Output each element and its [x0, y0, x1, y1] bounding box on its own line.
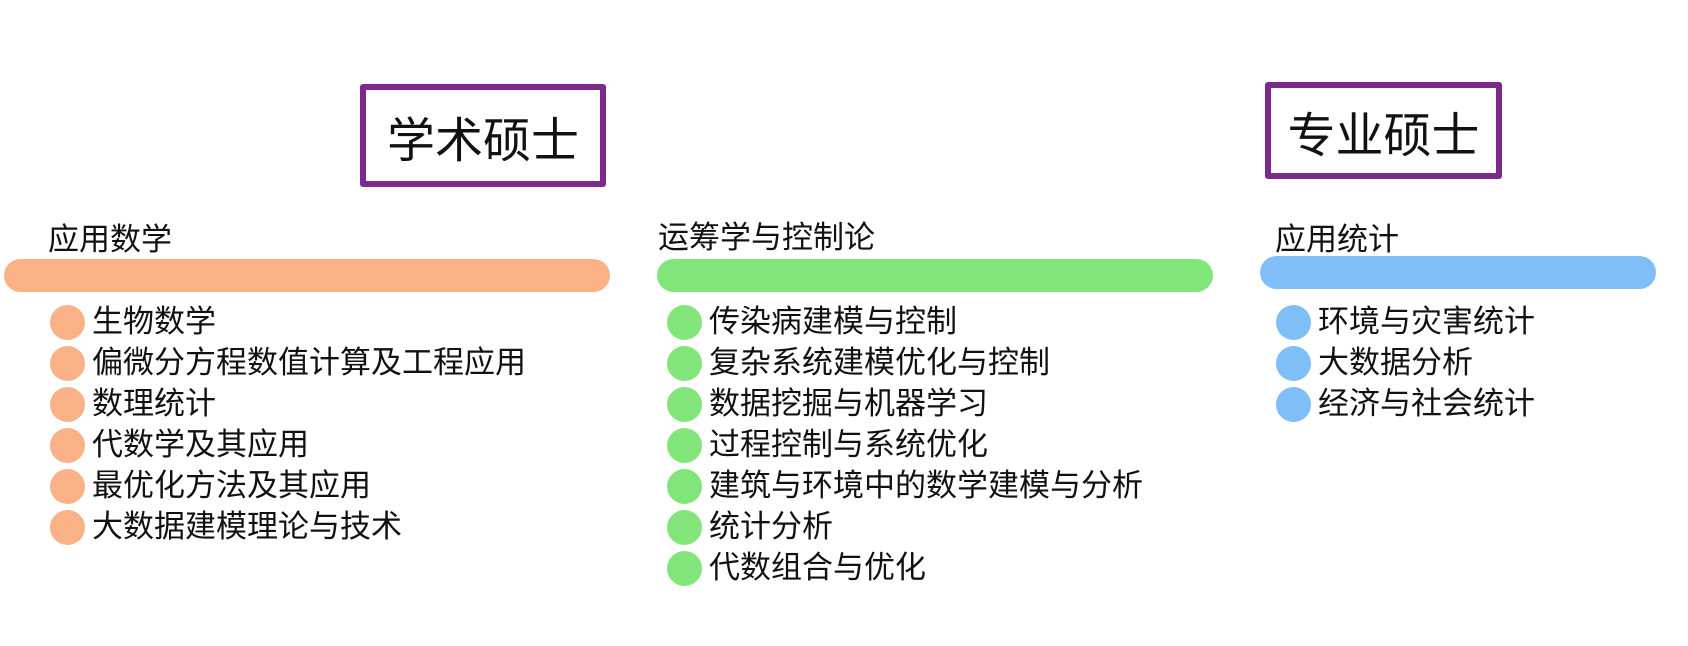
- column-heading: 应用统计: [1275, 222, 1399, 258]
- column-heading: 运筹学与控制论: [658, 220, 875, 256]
- list-item-label: 经济与社会统计: [1318, 386, 1535, 422]
- list-item-label: 复杂系统建模优化与控制: [709, 345, 1050, 381]
- column-heading: 应用数学: [48, 222, 172, 258]
- bullet-dot-icon: [50, 469, 85, 504]
- bullet-dot-icon: [50, 510, 85, 545]
- list-item-label: 数理统计: [92, 386, 216, 422]
- list-item-label: 最优化方法及其应用: [92, 468, 371, 504]
- bullet-dot-icon: [50, 387, 85, 422]
- list-item-label: 大数据建模理论与技术: [92, 509, 402, 545]
- bullet-dot-icon: [667, 346, 702, 381]
- professional-master-label: 专业硕士: [1287, 107, 1480, 164]
- bullet-dot-icon: [1276, 346, 1311, 381]
- professional-master-title: 专业硕士: [1265, 82, 1502, 179]
- bullet-dot-icon: [667, 387, 702, 422]
- bullet-dot-icon: [50, 305, 85, 340]
- academic-master-title: 学术硕士: [360, 84, 606, 187]
- bullet-dot-icon: [667, 510, 702, 545]
- list-item-label: 环境与灾害统计: [1318, 304, 1535, 340]
- list-item-label: 建筑与环境中的数学建模与分析: [709, 468, 1143, 504]
- bullet-dot-icon: [667, 428, 702, 463]
- bullet-dot-icon: [1276, 305, 1311, 340]
- list-item-label: 代数组合与优化: [709, 550, 926, 586]
- bullet-dot-icon: [667, 551, 702, 586]
- academic-master-label: 学术硕士: [386, 112, 579, 169]
- bullet-dot-icon: [50, 346, 85, 381]
- list-item-label: 代数学及其应用: [92, 427, 309, 463]
- column-bar: [1260, 256, 1656, 289]
- column-bar: [4, 259, 610, 292]
- list-item-label: 数据挖掘与机器学习: [709, 386, 988, 422]
- list-item-label: 过程控制与系统优化: [709, 427, 988, 463]
- list-item-label: 统计分析: [709, 509, 833, 545]
- list-item-label: 生物数学: [92, 304, 216, 340]
- bullet-dot-icon: [667, 469, 702, 504]
- list-item-label: 偏微分方程数值计算及工程应用: [92, 345, 526, 381]
- list-item-label: 传染病建模与控制: [709, 304, 957, 340]
- bullet-dot-icon: [667, 305, 702, 340]
- column-bar: [657, 259, 1213, 292]
- list-item-label: 大数据分析: [1318, 345, 1473, 381]
- bullet-dot-icon: [50, 428, 85, 463]
- bullet-dot-icon: [1276, 387, 1311, 422]
